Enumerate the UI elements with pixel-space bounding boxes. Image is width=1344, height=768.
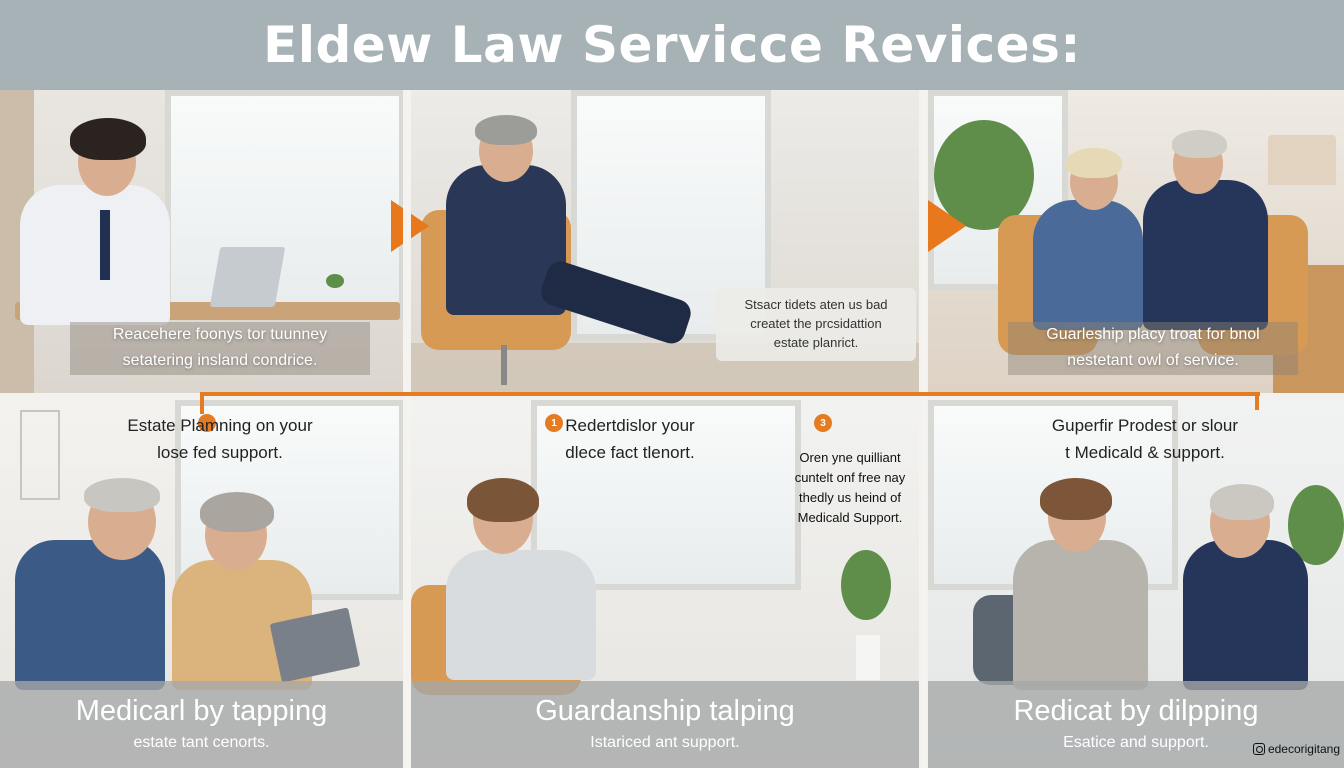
woman-hair <box>467 478 539 522</box>
small-plant <box>326 274 344 288</box>
man-body <box>1183 540 1308 690</box>
service-card-2-subtitle: Istariced ant support. <box>590 733 740 751</box>
woman-hair <box>200 492 274 532</box>
mid-block-1-line2: lose fed support. <box>157 443 283 463</box>
tie <box>100 210 110 280</box>
lawyer-hair <box>70 118 146 160</box>
page-title: Eldew Law Servicce Revices: <box>263 16 1081 74</box>
man-hair <box>84 478 160 512</box>
woman-hair <box>1040 478 1112 520</box>
top-caption-1: Reacehere foonys tor tuunney setatering … <box>70 322 370 375</box>
timeline-start-tick <box>200 392 204 414</box>
top-caption-3-line1: Guarleship placy troat for bnol <box>1008 322 1298 349</box>
instagram-icon <box>1252 743 1265 755</box>
woman-body <box>1013 540 1148 690</box>
mid-block-4-line1: Guperfir Prodest or slour <box>1051 416 1239 435</box>
service-card-2-title: Guardanship talping <box>535 695 795 728</box>
mid-block-1: Estate Plamning on your lose fed support… <box>95 412 345 466</box>
timeline-end-tick <box>1255 392 1259 410</box>
photo-man-in-chair: Stsacr tidets aten us bad createt the pr… <box>411 90 919 393</box>
timeline-marker <box>198 414 216 432</box>
top-note-2-line1: Stsacr tidets aten us bad <box>744 297 888 312</box>
woman-body <box>1033 200 1143 330</box>
laptop <box>209 247 286 307</box>
man-body <box>15 540 165 690</box>
watermark: edecorigitang <box>1252 742 1340 756</box>
mid-block-2-line2: dlece fact tlenort. <box>565 443 695 463</box>
service-card-1-subtitle: estate tant cenorts. <box>133 733 270 751</box>
arrow-right-icon <box>928 200 966 252</box>
timeline-bar <box>200 392 1260 396</box>
window <box>165 90 403 320</box>
man-hair <box>1172 130 1227 158</box>
top-note-2-line3: estate planrict. <box>773 334 859 350</box>
top-caption-1-line1: Reacehere foonys tor tuunney <box>70 322 370 349</box>
wall-frame <box>20 410 60 500</box>
timeline-marker: 3 <box>814 414 832 432</box>
top-note-2: Stsacr tidets aten us bad createt the pr… <box>716 288 916 361</box>
plant <box>1288 485 1344 565</box>
potted-plant <box>841 550 891 620</box>
chair-stand <box>501 345 507 385</box>
timeline-marker: 1 <box>545 414 563 432</box>
mid-block-3-line2: cuntelt onf free nay <box>794 470 906 486</box>
mid-block-2-line1: Redertdislor your <box>565 416 695 435</box>
mid-block-3-line4: Medicald Support. <box>797 510 903 526</box>
mid-block-3-line1: Oren yne quilliant <box>799 450 901 465</box>
woman-body <box>446 550 596 680</box>
mid-block-2: Redertdislor your dlece fact tlenort. <box>520 412 740 466</box>
man-hair <box>475 115 537 145</box>
service-card-1-title: Medicarl by tapping <box>75 695 328 728</box>
photo-couple-in-chairs: Guarleship placy troat for bnol nestetan… <box>928 90 1344 393</box>
service-card-1: Medicarl by tapping estate tant cenorts. <box>0 681 403 768</box>
top-caption-1-line2: setatering insland condrice. <box>70 348 370 375</box>
service-card-2: Guardanship talping Istariced ant suppor… <box>411 681 919 768</box>
plant-pot <box>856 635 880 680</box>
service-card-3-subtitle: Esatice and support. <box>1063 733 1209 751</box>
service-card-3-title: Redicat by dilpping <box>1013 695 1259 728</box>
mid-block-1-line1: Estate Plamning on your <box>127 416 313 435</box>
mid-block-4: Guperfir Prodest or slour t Medicald & s… <box>1010 412 1280 466</box>
woman-hair <box>1066 148 1122 178</box>
floor-lamp <box>1268 135 1336 185</box>
lawyer-body <box>20 185 170 325</box>
top-note-2-line2: createt the prcsidattion <box>750 315 882 331</box>
mid-block-3: Oren yne quilliant cuntelt onf free nay … <box>770 448 930 529</box>
column-divider <box>919 90 927 768</box>
mid-block-4-line2: t Medicald & support. <box>1065 443 1225 463</box>
man-hair <box>1210 484 1274 520</box>
service-card-3: Redicat by dilpping Esatice and support. <box>928 681 1344 768</box>
mid-block-3-line3: thedly us heind of <box>799 490 901 506</box>
top-caption-3: Guarleship placy troat for bnol nestetan… <box>1008 322 1298 375</box>
page-header: Eldew Law Servicce Revices: <box>0 0 1344 90</box>
top-caption-3-line2: nestetant owl of service. <box>1008 348 1298 375</box>
column-divider <box>403 90 411 768</box>
photo-lawyer-at-laptop: Reacehere foonys tor tuunney setatering … <box>0 90 403 393</box>
watermark-text: edecorigitang <box>1267 742 1340 756</box>
man-body <box>1143 180 1268 330</box>
